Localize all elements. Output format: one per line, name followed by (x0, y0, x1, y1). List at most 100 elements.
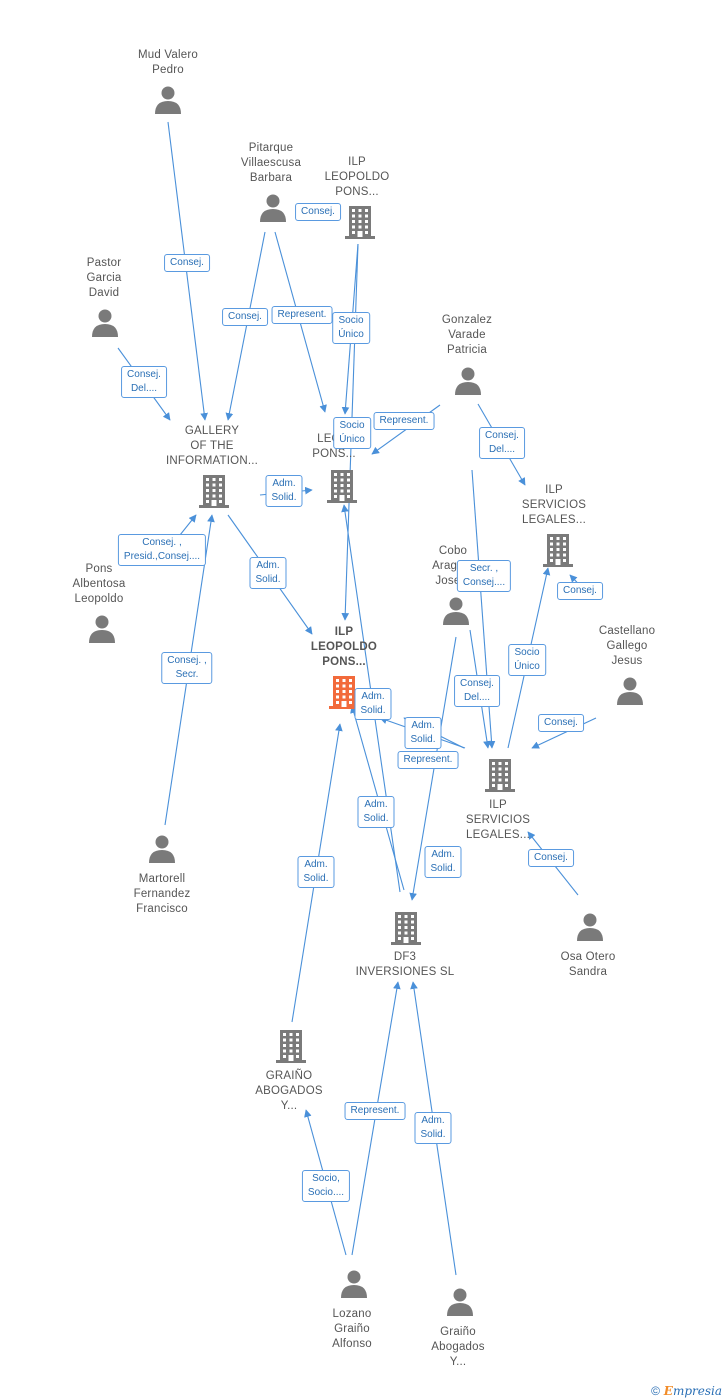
person-icon[interactable] (260, 194, 286, 223)
node-label-line: LEGALES... (465, 829, 530, 841)
person-icon[interactable] (443, 597, 469, 626)
edge-role-label[interactable]: Represent. (373, 412, 435, 430)
edge-role-label[interactable]: Consej. (222, 308, 268, 326)
main-company-icon[interactable] (329, 676, 359, 709)
edge-role-text: Consej. (534, 852, 568, 863)
edge-role-label[interactable]: Represent. (271, 306, 333, 324)
person-icon[interactable] (577, 913, 603, 942)
edge-role-text: Adm. (421, 1115, 445, 1126)
edge-role-label[interactable]: Adm.Solid. (424, 846, 462, 878)
node-label-line: Lozano (332, 1308, 372, 1320)
edge-role-text: Solid. (410, 734, 436, 745)
edge-role-label[interactable]: Consej. (295, 203, 341, 221)
edge-role-label[interactable]: Consej.Del.... (121, 366, 167, 398)
edge-role-label[interactable]: Secr. ,Consej.... (456, 560, 512, 592)
person-icon[interactable] (92, 309, 118, 338)
person-icon[interactable] (155, 86, 181, 115)
node-label-line: Alfonso (332, 1338, 372, 1350)
relationship-edge (225, 231, 266, 421)
edge-role-label[interactable]: Adm.Solid. (297, 856, 335, 888)
edge-role-label[interactable]: Adm.Solid. (249, 557, 287, 589)
node-label-line: Francisco (136, 903, 188, 915)
person-icon[interactable] (455, 367, 481, 396)
company-icon[interactable] (327, 470, 357, 503)
node-label-line: Pedro (152, 64, 184, 76)
node-label-line: Sandra (568, 966, 608, 978)
company-icon[interactable] (345, 206, 375, 239)
node-label-line: Garcia (86, 272, 122, 284)
edge-role-label[interactable]: Consej. (528, 849, 574, 867)
edge-role-label[interactable]: Consej. ,Secr. (161, 652, 213, 684)
node-label-line: Patricia (447, 344, 487, 356)
node-label-line: SERVICIOS (521, 499, 587, 511)
edge-role-label[interactable]: Adm.Solid. (354, 688, 392, 720)
person-icon[interactable] (447, 1288, 473, 1317)
edge-role-label[interactable]: Consej. (538, 714, 584, 732)
edge-role-text: Socio (514, 647, 540, 658)
edge-role-label[interactable]: Adm.Solid. (404, 717, 442, 749)
edge-role-label[interactable]: Consej. (557, 582, 603, 600)
edge-role-label[interactable]: Consej. (164, 254, 210, 272)
node-label-line: Osa Otero (560, 951, 616, 963)
company-icon[interactable] (199, 475, 229, 508)
node-label-line: Varade (448, 329, 486, 341)
node-label-line: Graiño (440, 1326, 476, 1338)
edge-role-text: Del.... (130, 383, 158, 394)
node-label-line: Barbara (249, 172, 293, 184)
edge-role-label[interactable]: Represent. (344, 1102, 406, 1120)
edge-role-label[interactable]: Consej.Del.... (479, 427, 525, 459)
edge-role-label[interactable]: Represent. (397, 751, 459, 769)
person-icon[interactable] (89, 615, 115, 644)
edge-role-text: Solid. (360, 705, 386, 716)
node-label-line: PONS... (335, 186, 379, 198)
node-label-line: DF3 (393, 951, 417, 963)
person-icon[interactable] (617, 677, 643, 706)
node-label-line: GALLERY (184, 425, 240, 437)
company-icon[interactable] (276, 1030, 306, 1063)
node-label-line: Castellano (598, 625, 656, 637)
edge-role-label[interactable]: Adm.Solid. (357, 796, 395, 828)
edge-role-label[interactable]: Socio,Socio.... (301, 1170, 351, 1202)
empresia-watermark: © Empresia (651, 1384, 722, 1398)
edge-role-text: Secr. , (469, 563, 499, 574)
edge-role-text: Adm. (272, 478, 296, 489)
edge-role-label[interactable]: Consej. ,Presid.,Consej.... (117, 534, 207, 566)
company-icon[interactable] (391, 912, 421, 945)
company-icon[interactable] (543, 534, 573, 567)
company-icon[interactable] (485, 759, 515, 792)
person-icon[interactable] (341, 1270, 367, 1299)
edge-role-label[interactable]: Adm.Solid. (414, 1112, 452, 1144)
edge-role-text: Solid. (271, 492, 297, 503)
node-label-line: Gonzalez (441, 314, 493, 326)
node-label-line: Martorell (138, 873, 186, 885)
node-label-line: PONS... (312, 448, 356, 460)
node-label-line: ABOGADOS (255, 1085, 323, 1097)
edge-role-text: Solid. (363, 813, 389, 824)
person-icon[interactable] (149, 835, 175, 864)
node-label-line: INVERSIONES SL (355, 966, 455, 978)
edge-role-text: Del.... (463, 692, 491, 703)
edge-role-label[interactable]: Adm. Solid. (265, 475, 303, 507)
edge-role-label[interactable]: Consej.Del.... (454, 675, 500, 707)
node-label-line: ILP (348, 156, 366, 168)
